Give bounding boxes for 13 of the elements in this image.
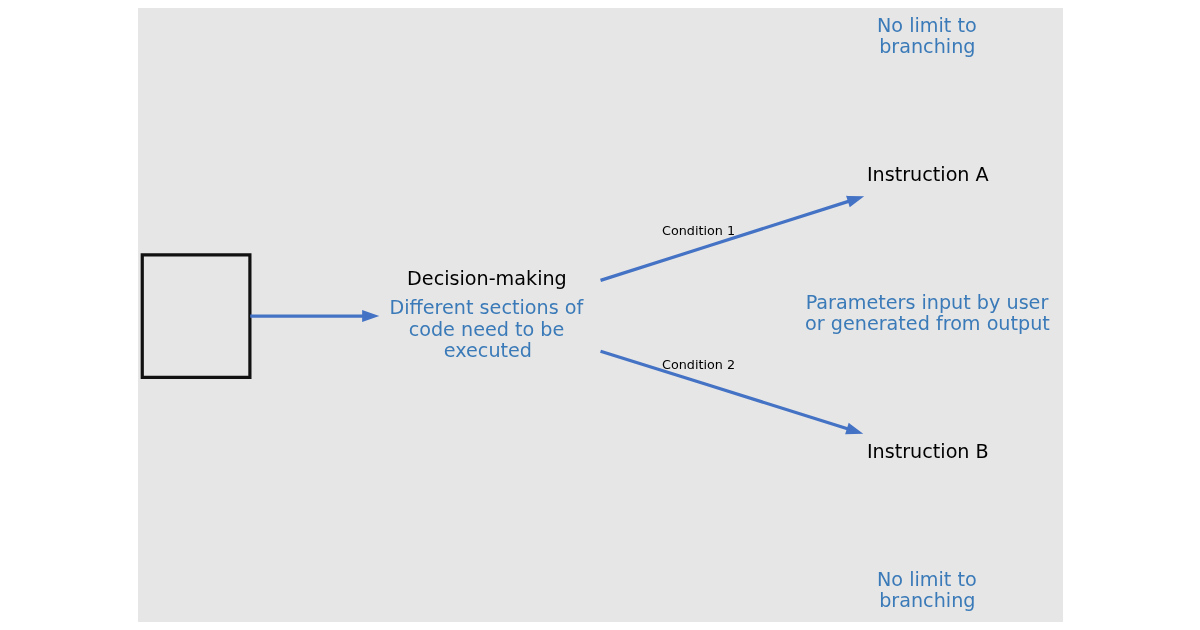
label: Parameters input by user or generated from output	[804, 291, 1050, 336]
node-text: Instruction A	[866, 163, 989, 187]
arrow	[599, 349, 863, 435]
label: No limit to branching	[876, 13, 977, 59]
edge-label: Condition 1	[661, 222, 735, 238]
arrow	[249, 310, 379, 323]
label: No limit to branching	[876, 568, 977, 613]
node-text: Decision-making	[406, 266, 567, 290]
node-label: Different sections of code need to be executed	[389, 296, 583, 362]
arrow	[599, 195, 864, 282]
node-text: Instruction B	[866, 440, 989, 464]
edge-label: Condition 2	[661, 356, 735, 372]
node-box	[140, 253, 251, 379]
